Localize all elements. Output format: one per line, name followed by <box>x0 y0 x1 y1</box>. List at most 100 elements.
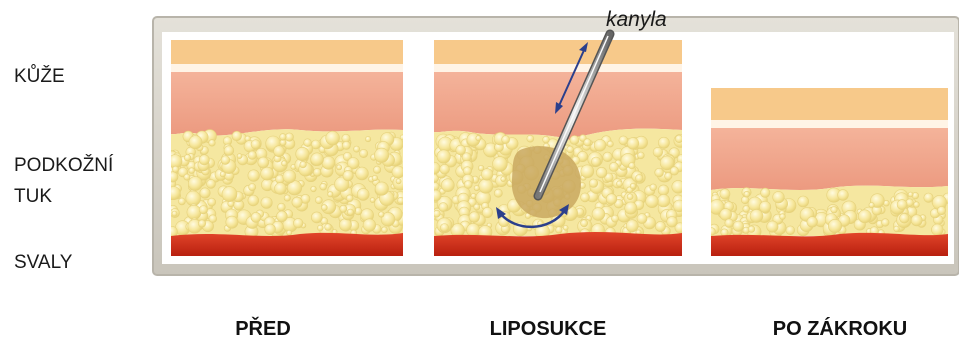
fat-cell <box>440 224 448 232</box>
fat-cell <box>287 230 292 235</box>
fat-cell <box>831 207 838 214</box>
fat-cell <box>481 169 493 181</box>
fat-cell <box>494 189 502 197</box>
fat-cell <box>375 182 388 195</box>
fat-cell <box>343 170 353 180</box>
fat-cell <box>581 165 594 178</box>
fat-cell <box>322 156 335 169</box>
fat-cell <box>188 177 202 191</box>
fat-cell <box>209 140 216 147</box>
fat-cell <box>914 202 920 208</box>
fat-cell <box>900 214 910 224</box>
fat-cell <box>284 195 290 201</box>
panel-before <box>165 40 409 256</box>
epidermis-layer <box>434 40 682 64</box>
fat-cell <box>838 190 849 201</box>
epidermis-layer <box>711 88 948 120</box>
fat-cell <box>543 136 550 143</box>
label-cannula: kanyla <box>606 8 667 32</box>
fat-cell <box>178 198 185 205</box>
fat-cell <box>807 217 818 228</box>
fat-cell <box>346 195 353 202</box>
fat-cell <box>339 219 351 231</box>
fat-cell <box>265 224 276 235</box>
fat-cell <box>592 208 605 221</box>
label-fat-line2: TUK <box>14 184 52 210</box>
fat-cell <box>609 162 618 171</box>
fat-cell <box>200 188 210 198</box>
fat-cell <box>433 210 440 217</box>
fat-cell <box>625 202 637 214</box>
fat-cell <box>249 184 256 191</box>
fat-cell <box>733 221 744 232</box>
fat-cell <box>616 181 622 187</box>
fat-cell <box>282 161 287 166</box>
fat-cell <box>626 220 638 232</box>
fat-cell <box>725 219 734 228</box>
fat-cell <box>670 167 678 175</box>
fat-cell <box>189 168 195 174</box>
fat-cell <box>372 175 378 181</box>
fat-cell <box>638 152 645 159</box>
fat-cell <box>759 201 770 212</box>
fat-cell <box>359 149 367 157</box>
fat-cell <box>439 203 448 212</box>
fat-cell <box>198 220 205 227</box>
fat-cell <box>296 147 309 160</box>
fat-cell <box>627 138 639 150</box>
fat-cell <box>658 137 669 148</box>
fat-cell <box>283 170 296 183</box>
fat-cell <box>292 197 302 207</box>
fat-cell <box>463 167 471 175</box>
fat-cell <box>924 193 933 202</box>
fat-cell <box>172 211 177 216</box>
fat-cell <box>591 157 600 166</box>
fat-cell <box>320 183 327 190</box>
dermis-layer <box>711 128 948 190</box>
fat-cell <box>637 214 647 224</box>
fat-cell <box>278 203 286 211</box>
epidermis-layer <box>171 40 403 64</box>
fat-cell <box>207 179 216 188</box>
fat-cell <box>440 164 450 174</box>
fat-cell <box>251 212 261 222</box>
fat-cell <box>280 134 287 141</box>
fat-cell <box>471 193 476 198</box>
fat-cell <box>646 195 659 208</box>
fat-cell <box>773 191 785 203</box>
fat-cell <box>189 136 202 149</box>
fat-cell <box>750 210 763 223</box>
fat-cell <box>456 145 466 155</box>
fat-cell <box>184 154 191 161</box>
fat-cell <box>603 152 613 162</box>
fat-cell <box>607 141 613 147</box>
fat-cell <box>612 215 619 222</box>
fat-cell <box>464 181 472 189</box>
fat-cell <box>315 197 322 204</box>
dermis-layer <box>171 72 403 136</box>
fat-cell <box>469 212 480 223</box>
fat-cell <box>567 146 574 153</box>
fat-cell <box>882 219 890 227</box>
fat-cell <box>627 194 633 200</box>
fat-cell <box>381 227 387 233</box>
fat-cell <box>653 147 663 157</box>
fat-cell <box>258 157 269 168</box>
fat-cell <box>365 136 370 141</box>
fat-cell <box>325 224 332 231</box>
fat-cell <box>581 193 590 202</box>
fat-cell <box>780 214 786 220</box>
fat-cell <box>675 135 683 143</box>
fat-cell <box>232 131 242 141</box>
fat-cell <box>261 197 272 208</box>
fat-cell <box>184 174 190 180</box>
fat-cell <box>342 141 350 149</box>
fat-cell <box>563 225 568 230</box>
fat-cell <box>584 139 591 146</box>
fat-cell <box>357 188 369 200</box>
fat-cell <box>630 183 636 189</box>
fat-cell <box>311 153 324 166</box>
stage-before: PŘED <box>143 318 383 341</box>
fat-cell <box>373 166 380 173</box>
fat-cell <box>224 146 234 156</box>
